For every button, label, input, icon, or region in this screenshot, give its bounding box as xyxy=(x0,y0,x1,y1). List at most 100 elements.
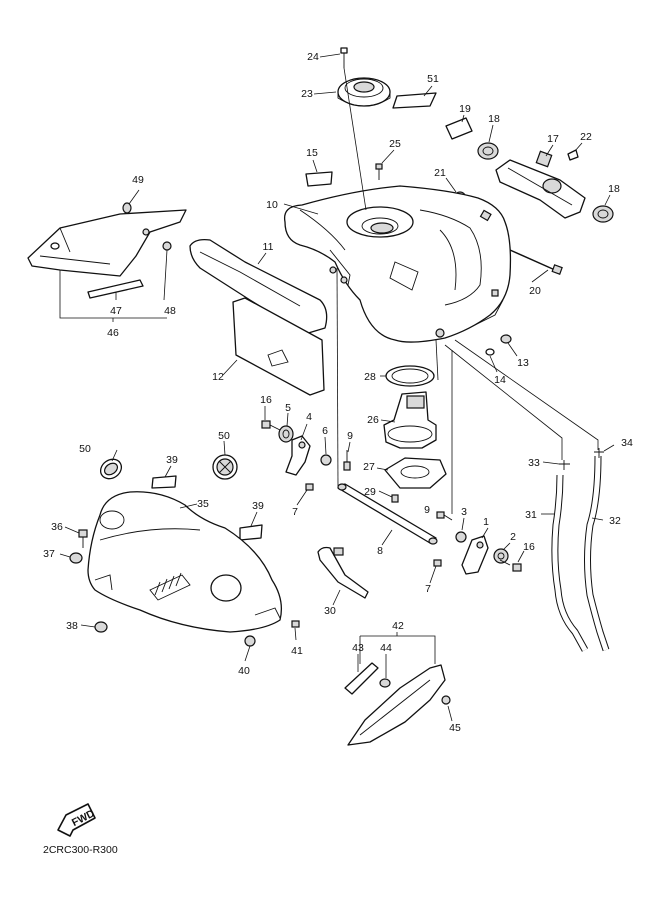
callout-15: 15 xyxy=(306,147,318,159)
part-48-nut xyxy=(162,241,172,251)
part-18-grommet-left xyxy=(477,142,499,160)
callout-10: 10 xyxy=(266,199,278,211)
callout-6: 6 xyxy=(322,425,328,437)
callout-39-right: 39 xyxy=(252,500,264,512)
callout-5: 5 xyxy=(285,402,291,414)
part-5-bushing xyxy=(278,425,294,443)
part-38-grommet xyxy=(94,621,108,633)
part-49-bolt xyxy=(122,202,132,214)
callout-34: 34 xyxy=(621,437,633,449)
part-25-bolt xyxy=(375,163,383,180)
part-33-clip xyxy=(559,460,570,470)
part-26-fuel-pump xyxy=(383,391,437,449)
callout-26: 26 xyxy=(367,414,379,426)
part-51-label xyxy=(392,92,437,109)
fwd-arrow-icon: FWD xyxy=(57,803,97,837)
callout-9-lower: 9 xyxy=(424,504,430,516)
part-24-screw xyxy=(340,47,348,68)
part-40-collar xyxy=(244,635,256,647)
part-19-damper xyxy=(445,117,473,140)
part-50-emblem-left xyxy=(99,458,123,480)
callout-2: 2 xyxy=(510,531,516,543)
part-43-strip xyxy=(344,662,379,695)
callout-31: 31 xyxy=(525,509,537,521)
callout-4: 4 xyxy=(306,411,312,423)
callout-41: 41 xyxy=(291,645,303,657)
part-32-hose xyxy=(584,455,610,652)
part-2-bushing xyxy=(493,548,509,564)
callout-36: 36 xyxy=(51,521,63,533)
part-20-long-bolt xyxy=(509,249,563,275)
part-4-bracket xyxy=(285,435,311,476)
callout-9-upper: 9 xyxy=(347,430,353,442)
part-17-bracket xyxy=(495,150,586,219)
callout-18-right: 18 xyxy=(608,183,620,195)
part-50-emblem-right xyxy=(212,454,238,480)
part-37-grommet xyxy=(69,552,83,564)
callout-33: 33 xyxy=(528,457,540,469)
callout-25: 25 xyxy=(389,138,401,150)
callout-24: 24 xyxy=(307,51,319,63)
part-35-tank-cover xyxy=(87,491,283,633)
diagram-code: 2CRC300-R300 xyxy=(43,844,118,856)
callout-38: 38 xyxy=(66,620,78,632)
callout-42: 42 xyxy=(392,620,404,632)
callout-27: 27 xyxy=(363,461,375,473)
part-9-bolt-upper xyxy=(343,450,351,471)
callout-14: 14 xyxy=(494,374,506,386)
part-side-cover xyxy=(27,209,187,277)
callout-40: 40 xyxy=(238,665,250,677)
part-31-hose xyxy=(551,474,589,652)
callout-49: 49 xyxy=(132,174,144,186)
callout-45: 45 xyxy=(449,722,461,734)
callout-21: 21 xyxy=(434,167,446,179)
callout-12: 12 xyxy=(212,371,224,383)
callout-1: 1 xyxy=(483,516,489,528)
part-3-collar xyxy=(455,531,467,543)
callout-32: 32 xyxy=(609,515,621,527)
callout-39-left: 39 xyxy=(166,454,178,466)
part-10-fuel-tank xyxy=(283,185,512,343)
hose-route-line-2 xyxy=(454,339,599,450)
callout-23: 23 xyxy=(301,88,313,100)
hose-route-line-1 xyxy=(444,344,563,460)
part-7-bolt-left xyxy=(305,483,314,491)
part-9-bolt-lower xyxy=(436,511,453,521)
part-12-panel xyxy=(232,297,325,396)
part-42-cover xyxy=(347,664,446,746)
callout-11: 11 xyxy=(263,241,274,253)
callout-16-left: 16 xyxy=(260,394,272,406)
part-39-pad-left xyxy=(151,475,177,489)
callout-43: 43 xyxy=(352,642,364,654)
part-16-bolt-left xyxy=(261,420,281,431)
callout-18-left: 18 xyxy=(488,113,500,125)
part-28-gasket xyxy=(385,365,435,387)
part-36-bolt xyxy=(78,529,88,548)
leader-lines xyxy=(59,53,615,722)
callout-7-left: 7 xyxy=(292,506,298,518)
callout-50-right: 50 xyxy=(218,430,230,442)
callout-35: 35 xyxy=(197,498,209,510)
part-29-screw xyxy=(391,494,399,503)
part-15-pad xyxy=(305,171,333,187)
callout-50-left: 50 xyxy=(79,443,91,455)
part-47-strip xyxy=(87,279,144,299)
callout-51: 51 xyxy=(427,73,439,85)
part-7-bolt-right xyxy=(433,559,442,567)
part-8-rod xyxy=(337,483,438,545)
callout-30: 30 xyxy=(324,605,336,617)
part-39-pad-right xyxy=(239,524,263,541)
callout-28: 28 xyxy=(364,371,376,383)
callout-22: 22 xyxy=(580,131,592,143)
part-23-filler-cap xyxy=(337,77,391,107)
part-44-nut xyxy=(379,678,391,688)
part-30-hose xyxy=(317,546,369,599)
part-41-screw xyxy=(291,620,300,628)
callout-labels: 1 2 3 4 5 6 7 7 8 9 9 10 11 12 13 14 15 … xyxy=(43,51,633,734)
callout-44: 44 xyxy=(380,642,392,654)
callout-3: 3 xyxy=(461,506,467,518)
callout-17: 17 xyxy=(547,133,559,145)
part-1-bracket xyxy=(461,535,489,575)
callout-46: 46 xyxy=(107,327,119,339)
